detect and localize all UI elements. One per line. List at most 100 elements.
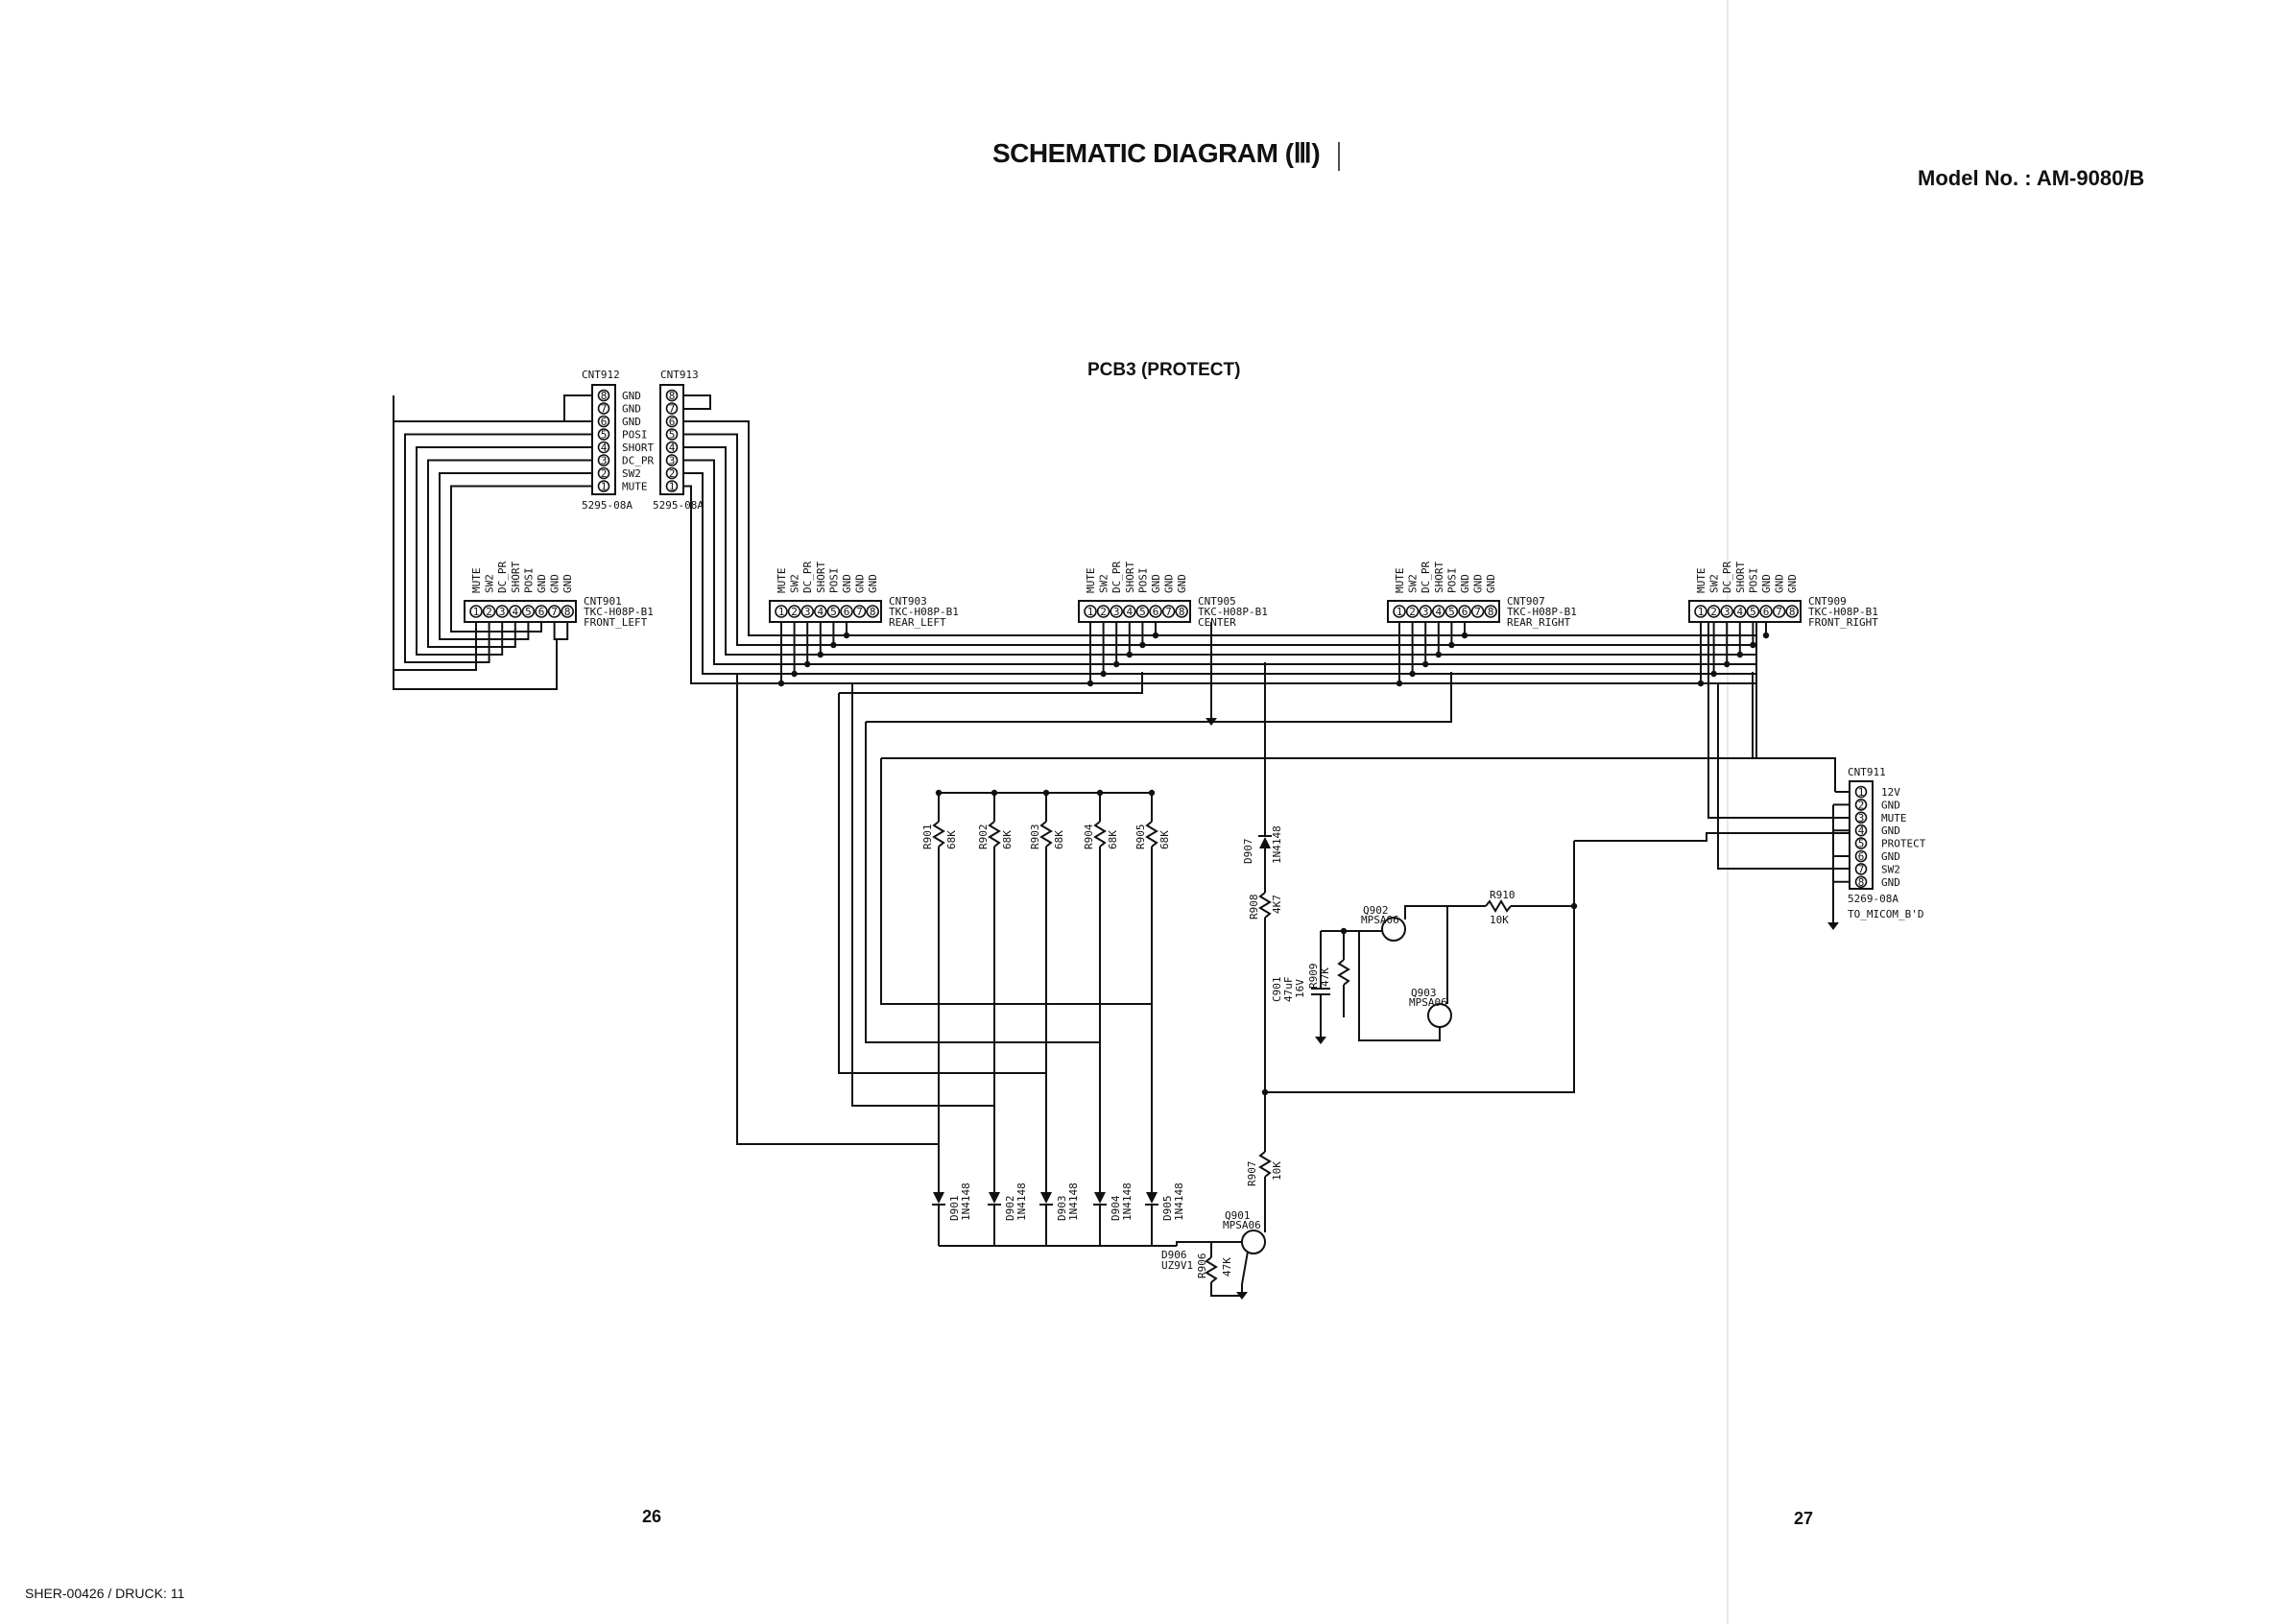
- speaker-pin: [547, 605, 561, 618]
- speaker-pin-label: GND: [1163, 574, 1176, 593]
- speaker-pin-number: 4: [1435, 606, 1442, 618]
- junction-dot: [1113, 660, 1120, 668]
- speaker-pin: [1110, 605, 1123, 618]
- cnt913-pin-number: 3: [669, 455, 676, 467]
- resistor-value: 68K: [1107, 830, 1119, 849]
- speaker-pin-label: GND: [1459, 574, 1471, 593]
- junction-dot: [1100, 670, 1107, 678]
- speaker-connector-ref: CNT909: [1808, 595, 1847, 608]
- speaker-pin-number: 1: [1087, 606, 1094, 618]
- cnt911-pin-label: MUTE: [1881, 812, 1907, 824]
- speaker-pin-number: 6: [1462, 606, 1468, 618]
- board-title: PCB3 (PROTECT): [1087, 360, 1241, 380]
- speaker-pin-label: POSI: [1445, 568, 1458, 594]
- page-number-left: 26: [642, 1507, 662, 1526]
- resistor-ref: R903: [1029, 824, 1041, 850]
- cnt913-pin-6: [665, 415, 679, 428]
- junction-dot: [791, 670, 798, 678]
- speaker-pin: [1123, 605, 1136, 618]
- speaker-pin-label: GND: [1786, 574, 1799, 593]
- cnt911-pin: [1854, 811, 1868, 824]
- diode-value: 1N4148: [960, 1182, 972, 1221]
- speaker-connector-front_right: 1MUTE2SW23DC_PR4SHORT5POSI6GND7GND8GNDCN…: [1688, 561, 1878, 629]
- speaker-pin-number: 3: [1113, 606, 1120, 618]
- speaker-pin: [1084, 605, 1097, 618]
- speaker-pin-label: GND: [1472, 574, 1485, 593]
- junction-dot: [1261, 1088, 1269, 1096]
- cnt913-pin-4: [665, 441, 679, 454]
- main-bus-wire: [683, 472, 1756, 675]
- cnt911-pin: [1854, 875, 1868, 889]
- cnt912-pin-number: 3: [601, 455, 608, 467]
- q901-emitter: [1241, 1251, 1249, 1296]
- speaker-connector-rear_right: 1MUTE2SW23DC_PR4SHORT5POSI6GND7GND8GNDCN…: [1387, 561, 1577, 629]
- capacitor-value: 47uF: [1282, 977, 1295, 1003]
- diode-symbol: [1146, 1192, 1158, 1204]
- resistor-value: 47K: [1319, 967, 1331, 987]
- signal-label: GND: [622, 403, 641, 416]
- cnt912-gnd-tie: [563, 394, 592, 422]
- cnt912-part: 5295-08A: [582, 499, 633, 512]
- speaker-connector-ref: CNT903: [889, 595, 927, 608]
- junction-dot: [1422, 660, 1429, 668]
- speaker-connector-front_left: 1MUTE2SW23DC_PR4SHORT5POSI6GND7GND8GNDCN…: [464, 561, 654, 629]
- cnt911-pin-number: 1: [1858, 786, 1865, 799]
- speaker-connector-ref: CNT901: [584, 595, 622, 608]
- cnt913-gnd-tie: [683, 394, 711, 410]
- junction-dot: [1126, 651, 1134, 658]
- cnt913-ref: CNT913: [660, 369, 699, 381]
- main-bus-wire: [683, 485, 1756, 684]
- sw2-to-cnt911: [1717, 683, 1850, 870]
- cnt912-pin-5: [597, 428, 610, 441]
- front-left-bus-wire: [450, 485, 592, 633]
- speaker-connectors: 1MUTE2SW23DC_PR4SHORT5POSI6GND7GND8GNDCN…: [464, 561, 1878, 629]
- signal-label: SW2: [622, 467, 641, 480]
- transistor-q901: [1241, 1230, 1266, 1254]
- speaker-pin-label: GND: [867, 574, 879, 593]
- diode-ref: D903: [1056, 1196, 1068, 1222]
- speaker-pin: [1161, 605, 1176, 618]
- speaker-pin-label: GND: [1485, 574, 1497, 593]
- junction-dot: [1139, 641, 1146, 649]
- speaker-connector-part: TKC-H08P-B1: [1507, 606, 1577, 618]
- resistor-symbol: [1485, 899, 1512, 913]
- protect-return-line: [1265, 841, 1575, 1093]
- cnt913-pin-number: 5: [669, 429, 676, 442]
- resistor-value: 68K: [1001, 830, 1014, 849]
- speaker-pin-number: 3: [499, 606, 506, 618]
- cnt911-pin-number: 5: [1858, 838, 1865, 850]
- speaker-pin-number: 5: [1139, 606, 1146, 618]
- speaker-pin-label: DC_PR: [496, 561, 509, 593]
- speaker-pin-label: MUTE: [1695, 568, 1707, 594]
- speaker-pin: [1432, 605, 1445, 618]
- speaker-pin-label: GND: [841, 574, 853, 593]
- sense-line-2: [851, 683, 994, 1107]
- front-left-bus-wire: [393, 420, 592, 671]
- cnt911-pin-label: GND: [1881, 824, 1900, 837]
- front-left-bus-wire: [404, 433, 592, 663]
- speaker-connector-name: REAR_LEFT: [889, 616, 946, 629]
- speaker-pin: [469, 605, 483, 618]
- junction-dot: [1570, 902, 1578, 910]
- resistor-ref: R907: [1246, 1161, 1258, 1187]
- speaker-pin: [775, 605, 788, 618]
- speaker-connector-name: REAR_RIGHT: [1507, 616, 1571, 629]
- diode-ref: D907: [1242, 839, 1254, 865]
- speaker-connector-rear_left: 1MUTE2SW23DC_PR4SHORT5POSI6GND7GND8GNDCN…: [769, 561, 959, 629]
- junction-dot: [1710, 670, 1717, 678]
- speaker-pin-number: 6: [844, 606, 850, 618]
- speaker-pin-number: 8: [1179, 606, 1185, 618]
- cnt913-pin-number: 7: [669, 403, 676, 416]
- speaker-pin-label: GND: [854, 574, 867, 593]
- cnt911-pin-number: 4: [1858, 824, 1865, 837]
- speaker-connector-center: 1MUTE2SW23DC_PR4SHORT5POSI6GND7GND8GNDCN…: [1078, 561, 1268, 629]
- junction-dot: [1697, 680, 1705, 687]
- transistor-q903: [1427, 1003, 1452, 1028]
- speaker-pin-label: SW2: [1098, 574, 1110, 593]
- speaker-connector-part: TKC-H08P-B1: [1808, 606, 1878, 618]
- speaker-pin-label: GND: [561, 574, 574, 593]
- cnt912-pin-1: [597, 480, 610, 492]
